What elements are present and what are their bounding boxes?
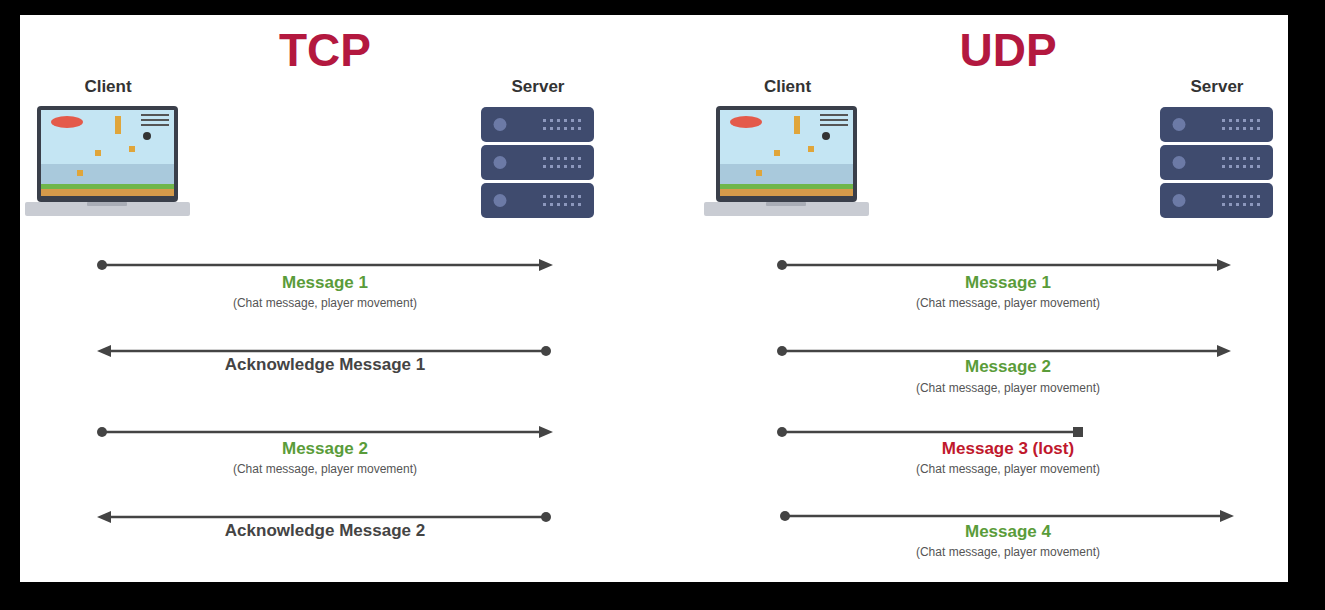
message-description: (Chat message, player movement) <box>916 462 1100 476</box>
message-label: Message 4 <box>965 522 1051 542</box>
server-rack: Server <box>1160 76 1274 219</box>
message-label: Message 2 <box>282 439 368 459</box>
message-arrow <box>780 510 1234 522</box>
server-illustration <box>481 107 594 142</box>
message-label: Message 2 <box>965 357 1051 377</box>
message-arrow <box>97 426 553 438</box>
message-label: Message 1 <box>965 273 1051 293</box>
lost-message-arrow <box>777 427 1083 437</box>
server-illustration <box>481 183 594 218</box>
node-heading: Client <box>25 76 191 98</box>
message-description: (Chat message, player movement) <box>916 381 1100 395</box>
laptop-illustration <box>704 106 869 216</box>
server-illustration <box>1160 145 1273 180</box>
message-arrow <box>777 345 1231 357</box>
message-description: (Chat message, player movement) <box>916 545 1100 559</box>
protocol-title: TCP <box>279 23 371 77</box>
message-arrow <box>777 259 1231 271</box>
message-arrow <box>97 259 553 271</box>
node-heading: Client <box>704 76 871 98</box>
message-description: (Chat message, player movement) <box>233 296 417 310</box>
server-illustration <box>1160 183 1273 218</box>
node-heading: Server <box>481 76 595 98</box>
client-laptop: Client <box>704 76 871 219</box>
laptop-illustration <box>25 106 190 216</box>
node-heading: Server <box>1160 76 1274 98</box>
server-illustration <box>1160 107 1273 142</box>
ack-label: Acknowledge Message 2 <box>225 521 425 541</box>
server-illustration <box>481 145 594 180</box>
server-rack: Server <box>481 76 595 219</box>
message-description: (Chat message, player movement) <box>233 462 417 476</box>
message-description: (Chat message, player movement) <box>916 296 1100 310</box>
lost-message-label: Message 3 (lost) <box>942 439 1074 459</box>
message-label: Message 1 <box>282 273 368 293</box>
ack-label: Acknowledge Message 1 <box>225 355 425 375</box>
client-laptop: Client <box>25 76 191 219</box>
protocol-title: UDP <box>959 23 1056 77</box>
